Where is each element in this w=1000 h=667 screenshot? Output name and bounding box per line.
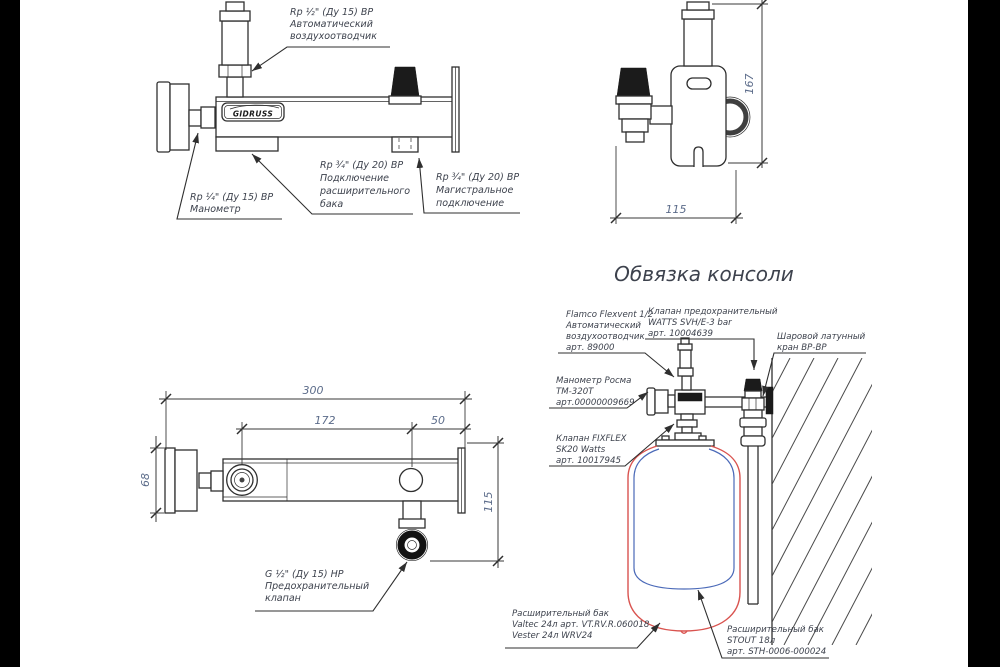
dim-68: 68 [139, 436, 164, 522]
label-line: Манометр Росма [556, 376, 631, 386]
label-piping-ball-valve: Шаровой латунный кран ВР-ВР [762, 332, 866, 397]
label-piping-tank-stout: Расширительный бак STOUT 18л арт. STH-00… [697, 589, 829, 659]
brand-logo-text: GIDRUSS [233, 110, 273, 119]
label-line: арт. 10017945 [556, 456, 621, 466]
label-line: Valtec 24л арт. VT.RV.R.060018 [512, 620, 650, 630]
label-line: Расширительный бак [512, 609, 610, 619]
label-line: Подключение [320, 173, 389, 184]
dim-value: 300 [303, 384, 324, 397]
air-vent-valve-side [681, 1, 715, 67]
dim-167: 167 [712, 0, 768, 169]
label-piping-air-vent: Flamco Flexvent 1/2 Автоматический возду… [558, 310, 675, 378]
label-front-main-port: Rp ¾" (Ду 20) ВР Магистральное подключен… [416, 157, 520, 214]
label-line: Автоматический [289, 19, 373, 30]
dim-value: 167 [743, 74, 756, 95]
front-view: GIDRUSS [156, 1, 520, 220]
label-line: арт. 89000 [566, 343, 615, 353]
label-piping-manometer: Манометр Росма ТМ-320Т арт.00000009669 [549, 376, 649, 409]
dim-value: 68 [139, 473, 152, 487]
safety-valve-top [395, 500, 429, 562]
piping-diagram: Обвязка консоли [505, 262, 872, 659]
label-line: Автоматический [565, 321, 641, 331]
manometer-gauge-top [164, 447, 224, 514]
mount-flange [451, 66, 460, 153]
console-assembly [646, 337, 715, 447]
label-line: Rp ¼" (Ду 15) ВР [190, 192, 273, 203]
dim-115-top: 115 [430, 436, 504, 568]
dim-300: 300 [159, 384, 472, 450]
label-line: Предохранительный [265, 581, 369, 592]
dim-172-50: 172 50 [236, 414, 471, 467]
label-line: клапан [265, 593, 301, 604]
safety-valve-side [615, 67, 673, 143]
dim-value: 50 [431, 414, 445, 427]
right-black-bar [968, 0, 1000, 667]
dim-value: 172 [315, 414, 336, 427]
left-black-bar [0, 0, 20, 667]
label-front-tank-port: Rp ¾" (Ду 20) ВР Подключение расширитель… [251, 153, 413, 215]
manometer-gauge [156, 81, 216, 153]
page-title: Обвязка консоли [614, 262, 794, 286]
label-line: Клапан FIXFLEX [556, 434, 628, 444]
label-piping-fixflex: Клапан FIXFLEX SK20 Watts арт. 10017945 [549, 423, 675, 467]
label-line: ТМ-320Т [556, 387, 594, 397]
wall-hatch [771, 358, 872, 645]
console-body-side [670, 65, 727, 167]
label-line: WATTS SVH/E-3 bar [648, 318, 732, 328]
ball-valve-assembly [739, 378, 767, 605]
label-line: Vester 24л WRV24 [512, 631, 593, 641]
label-front-manometer: Rp ¼" (Ду 15) ВР Манометр [176, 132, 282, 220]
label-piping-tank-valtec: Расширительный бак Valtec 24л арт. VT.RV… [505, 609, 661, 649]
label-line: воздухоотводчик [290, 31, 377, 42]
label-line: Клапан предохранительный [648, 307, 778, 317]
label-line: Rp ¾" (Ду 20) ВР [436, 172, 519, 183]
air-vent-port-top [226, 464, 258, 496]
label-line: арт. 10004639 [648, 329, 713, 339]
label-line: Rp ½" (Ду 15) ВР [290, 7, 373, 18]
label-line: Шаровой латунный [777, 332, 866, 342]
label-line: арт.00000009669 [556, 398, 635, 408]
console-body-top [222, 458, 463, 502]
mount-flange-top [457, 447, 466, 514]
dim-115-side: 115 [610, 146, 743, 224]
label-line: SK20 Watts [556, 445, 606, 455]
label-line: Rp ¾" (Ду 20) ВР [320, 160, 403, 171]
label-line: Манометр [190, 204, 241, 215]
tank-port-top [398, 467, 424, 493]
label-line: арт. STH-0006-000024 [727, 647, 826, 657]
label-front-air-vent: Rp ½" (Ду 15) ВР Автоматический воздухоо… [251, 7, 390, 72]
label-line: бака [320, 199, 343, 210]
label-line: Расширительный бак [727, 625, 825, 635]
label-line: расширительного [319, 186, 410, 197]
label-line: Магистральное [436, 185, 513, 196]
dim-value: 115 [666, 203, 687, 216]
label-top-safety-valve: G ½" (Ду 15) НР Предохранительный клапан [255, 561, 408, 612]
label-line: воздухоотводчик [566, 332, 645, 342]
expansion-tank [627, 445, 741, 634]
label-line: G ½" (Ду 15) НР [265, 569, 344, 580]
drain-pipe [747, 446, 759, 605]
dim-value: 115 [482, 492, 495, 513]
top-view: 300 172 50 68 115 [139, 384, 504, 612]
label-piping-safety-valve: Клапан предохранительный WATTS SVH/E-3 b… [645, 307, 778, 370]
side-view: 167 115 [610, 0, 768, 224]
air-vent-valve [218, 1, 252, 98]
label-line: подключение [436, 198, 504, 209]
safety-valve [388, 66, 422, 153]
label-line: кран ВР-ВР [777, 343, 827, 353]
label-line: Flamco Flexvent 1/2 [566, 310, 653, 320]
gidruss-badge: GIDRUSS [221, 102, 285, 122]
label-line: STOUT 18л [727, 636, 776, 646]
